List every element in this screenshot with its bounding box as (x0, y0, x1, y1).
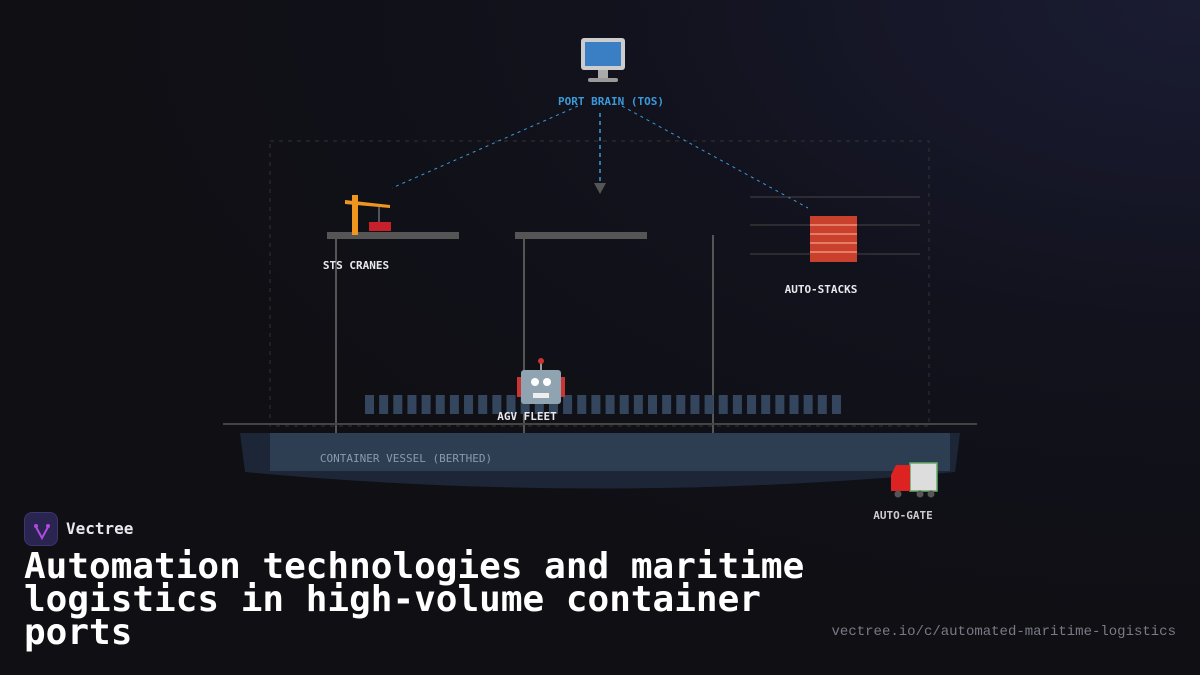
container-slot (690, 395, 700, 414)
container-slot (478, 395, 488, 414)
container-slot (365, 395, 374, 414)
monitor-icon (581, 38, 625, 82)
container-slot (803, 395, 813, 414)
container-slot (789, 395, 799, 414)
agv-label: AGV FLEET (497, 410, 557, 423)
crane-boom-2 (515, 232, 647, 239)
container-slot (393, 395, 403, 414)
container-slot (605, 395, 615, 414)
container-slot (520, 395, 530, 414)
vessel-deck (270, 433, 950, 471)
container-slot (633, 395, 643, 414)
container-slot (435, 395, 445, 414)
container-slot (591, 395, 601, 414)
container-slot (676, 395, 686, 414)
link-brain-stacks (621, 105, 809, 209)
crane-icon (345, 195, 391, 235)
container-slot (648, 395, 657, 414)
container-slot (577, 395, 587, 414)
vectree-logo-icon (34, 524, 50, 541)
container-slot (534, 395, 544, 414)
container-slot (817, 395, 827, 414)
container-slot (732, 395, 742, 414)
bricks-icon (810, 216, 857, 262)
container-slot (704, 395, 714, 414)
brand-logo (24, 512, 58, 546)
page-title: Automation technologies and maritime log… (24, 546, 805, 653)
container-slot (407, 395, 417, 414)
container-slot (506, 395, 516, 414)
container-slot (718, 395, 728, 414)
container-slot (548, 395, 558, 414)
container-slot (662, 395, 672, 414)
brain-label: PORT BRAIN (TOS) (558, 95, 664, 108)
container-slot (761, 395, 771, 414)
gate-label: AUTO-GATE (873, 509, 933, 522)
container-slot (421, 395, 431, 414)
brand-name: Vectree (66, 519, 134, 538)
crane-boom-1 (327, 232, 459, 239)
truck-icon (891, 462, 938, 498)
container-slot (831, 395, 841, 414)
link-brain-cranes (391, 105, 579, 189)
container-row (365, 395, 841, 414)
container-slot (492, 395, 502, 414)
arrow-head (594, 183, 606, 194)
stacks-label: AUTO-STACKS (784, 283, 858, 296)
container-slot (449, 395, 459, 414)
vessel-label: CONTAINER VESSEL (BERTHED) (319, 452, 493, 465)
page-url[interactable]: vectree.io/c/automated-maritime-logistic… (831, 624, 1176, 640)
cranes-label: STS CRANES (322, 259, 390, 272)
container-slot (379, 395, 389, 414)
container-slot (563, 395, 573, 414)
container-slot (775, 395, 785, 414)
robot-icon (517, 358, 565, 404)
container-slot (464, 395, 474, 414)
container-slot (747, 395, 757, 414)
container-slot (619, 395, 629, 414)
terminal-boundary (269, 140, 930, 427)
